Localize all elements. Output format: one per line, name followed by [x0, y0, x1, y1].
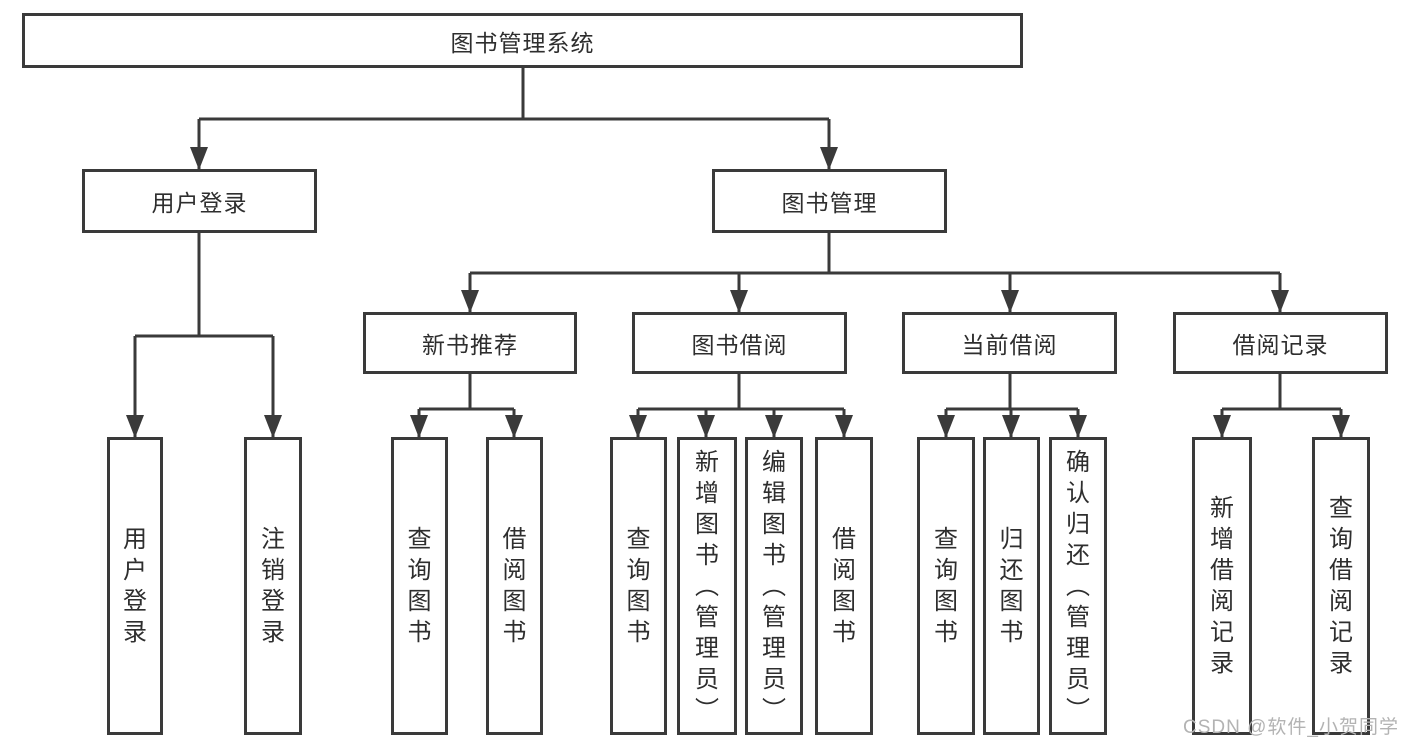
leaf-add-book-admin: 新 增 图 书 ︵ 管 理 员 ︶ [677, 437, 737, 735]
node-user-login: 用户登录 [82, 169, 317, 233]
csdn-watermark: CSDN @软件_小贺同学 [1183, 717, 1399, 738]
node-book-management: 图书管理 [712, 169, 947, 233]
leaf-borrow-books-borrowing: 借 阅 图 书 [815, 437, 873, 735]
leaf-query-borrow-record: 查 询 借 阅 记 录 [1312, 437, 1370, 735]
leaf-query-books-recommend: 查 询 图 书 [391, 437, 448, 735]
leaf-query-books-current: 查 询 图 书 [917, 437, 975, 735]
leaf-return-book: 归 还 图 书 [983, 437, 1040, 735]
leaf-user-login: 用 户 登 录 [107, 437, 163, 735]
leaf-add-borrow-record: 新 增 借 阅 记 录 [1192, 437, 1252, 735]
leaf-query-books-borrowing: 查 询 图 书 [610, 437, 667, 735]
leaf-logout: 注 销 登 录 [244, 437, 302, 735]
node-borrowing-records: 借阅记录 [1173, 312, 1388, 374]
node-book-borrowing: 图书借阅 [632, 312, 847, 374]
node-root: 图书管理系统 [22, 13, 1023, 68]
leaf-edit-book-admin: 编 辑 图 书 ︵ 管 理 员 ︶ [745, 437, 803, 735]
leaf-borrow-books-recommend: 借 阅 图 书 [486, 437, 543, 735]
node-current-borrowing: 当前借阅 [902, 312, 1117, 374]
leaf-confirm-return-admin: 确 认 归 还 ︵ 管 理 员 ︶ [1049, 437, 1107, 735]
node-new-book-recommend: 新书推荐 [363, 312, 577, 374]
